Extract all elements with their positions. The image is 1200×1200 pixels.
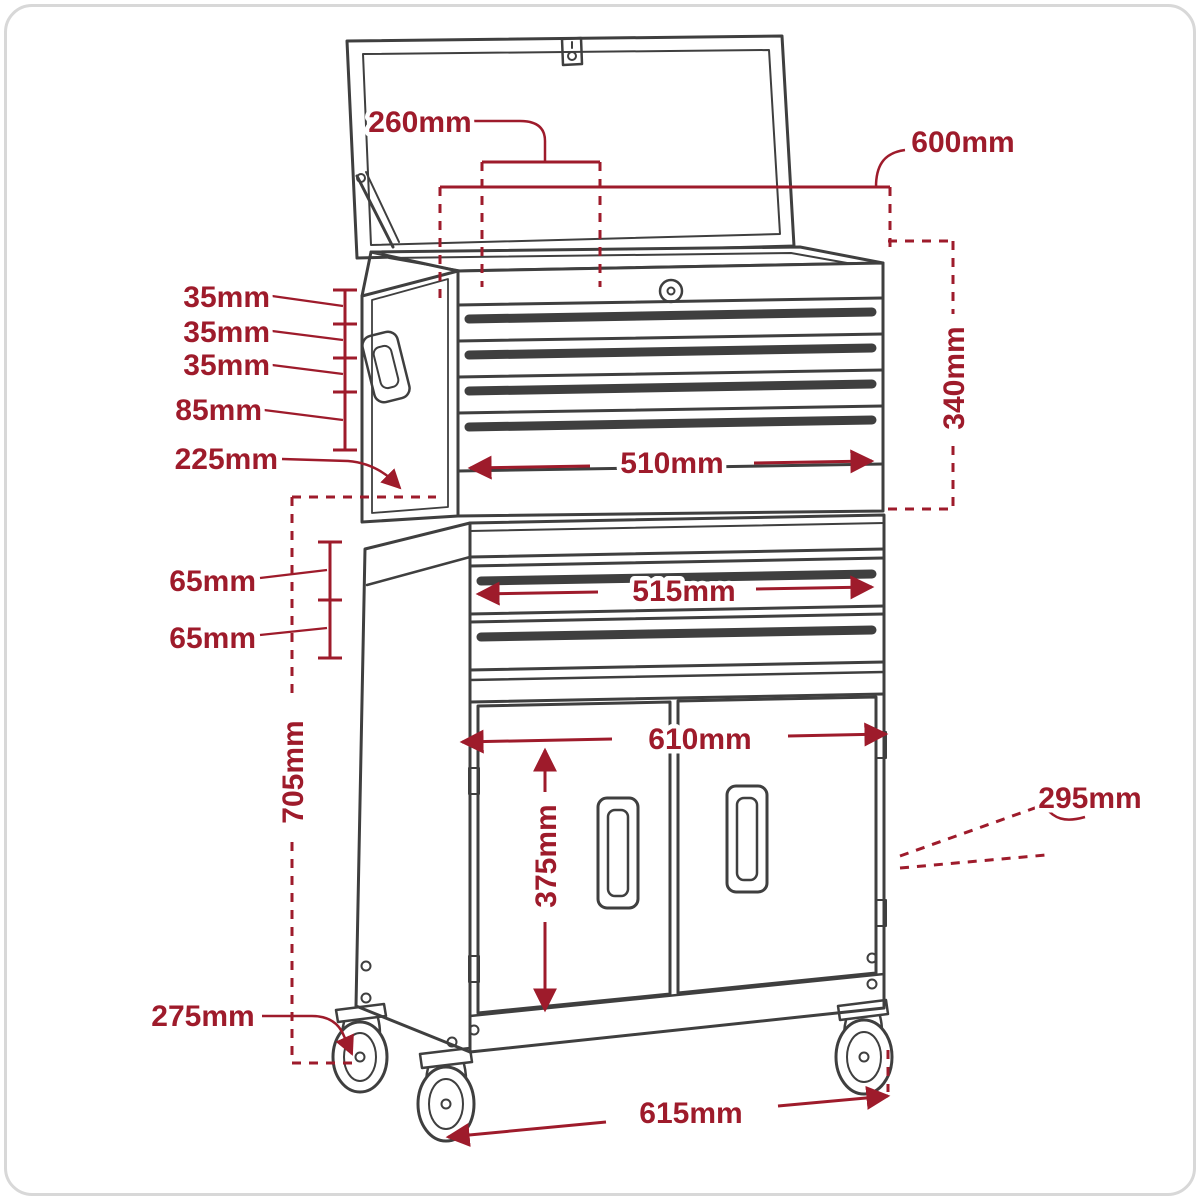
hinge-left-top bbox=[468, 767, 480, 795]
dimension-label-65-2: 65mm bbox=[169, 622, 256, 655]
dimension-drawer-heights bbox=[263, 288, 357, 452]
dimension-225 bbox=[281, 457, 402, 490]
hinge-right-bottom bbox=[875, 899, 887, 927]
dimension-annotations bbox=[259, 119, 1086, 1147]
door-handle-right bbox=[725, 784, 769, 894]
dimension-label-275: 275mm bbox=[151, 1000, 254, 1033]
dimension-label-85: 85mm bbox=[175, 394, 262, 427]
top-chest-front bbox=[456, 261, 885, 518]
cupboard-door-right bbox=[676, 695, 878, 995]
caster-front-right bbox=[834, 998, 894, 1096]
dimension-275 bbox=[262, 1014, 354, 1056]
dimension-label-705: 705mm bbox=[277, 720, 310, 823]
dimension-label-615: 615mm bbox=[639, 1097, 742, 1130]
hinge-left-bottom bbox=[468, 955, 480, 983]
drawer-pull-4 bbox=[464, 415, 877, 432]
lid-latch bbox=[560, 36, 584, 67]
dimension-label-375: 375mm bbox=[530, 804, 563, 907]
dimension-label-340: 340mm bbox=[938, 326, 971, 429]
dimension-labels: 260mm 600mm 35mm 35mm 35mm 85mm 225mm 51… bbox=[147, 102, 1146, 1135]
dimension-260 bbox=[474, 119, 602, 287]
dimension-510 bbox=[467, 449, 875, 480]
side-carry-handle bbox=[361, 330, 411, 404]
cupboard-door-left bbox=[476, 700, 672, 1015]
top-chest-drawers bbox=[456, 296, 885, 473]
dimension-340 bbox=[888, 239, 956, 511]
dimension-515 bbox=[475, 575, 875, 606]
top-chest-side-panel bbox=[360, 269, 460, 524]
cabinet-side-panel bbox=[354, 521, 472, 1054]
base-bolts bbox=[360, 952, 878, 1048]
dimension-610 bbox=[459, 722, 889, 754]
cabinet-drawers bbox=[468, 556, 886, 672]
roller-cabinet bbox=[354, 513, 887, 1054]
dimension-705 bbox=[290, 495, 436, 1065]
open-lid bbox=[345, 34, 796, 260]
dimension-label-65-1: 65mm bbox=[169, 565, 256, 598]
caster-front-left bbox=[416, 1046, 476, 1143]
dimension-label-35-1: 35mm bbox=[183, 281, 270, 314]
drawer-pull-1 bbox=[464, 307, 877, 324]
dimension-label-515: 515mm bbox=[632, 575, 735, 608]
dimension-65-pair bbox=[259, 540, 342, 660]
lid-stay-strut bbox=[355, 171, 400, 249]
door-handle-left bbox=[596, 796, 640, 910]
tool-chest-drawing bbox=[331, 34, 894, 1143]
cabinet-drawer-pull-1 bbox=[476, 569, 877, 586]
dimension-615 bbox=[445, 1050, 891, 1147]
drawer-pull-2 bbox=[464, 343, 877, 360]
cabinet-drawer-pull-2 bbox=[476, 625, 877, 642]
dimension-label-260: 260mm bbox=[368, 106, 471, 139]
dimension-label-510: 510mm bbox=[620, 447, 723, 480]
dimension-label-295: 295mm bbox=[1038, 782, 1141, 815]
cupboard-doors bbox=[468, 695, 887, 1015]
dimension-label-610: 610mm bbox=[648, 723, 751, 756]
dimension-label-225: 225mm bbox=[175, 443, 278, 476]
dimension-label-35-2: 35mm bbox=[183, 316, 270, 349]
dimension-label-600: 600mm bbox=[911, 126, 1014, 159]
dimension-label-35-3: 35mm bbox=[183, 349, 270, 382]
caster-back-left bbox=[331, 1002, 389, 1094]
drawer-pull-3 bbox=[464, 379, 877, 396]
dimension-295 bbox=[899, 802, 1086, 870]
